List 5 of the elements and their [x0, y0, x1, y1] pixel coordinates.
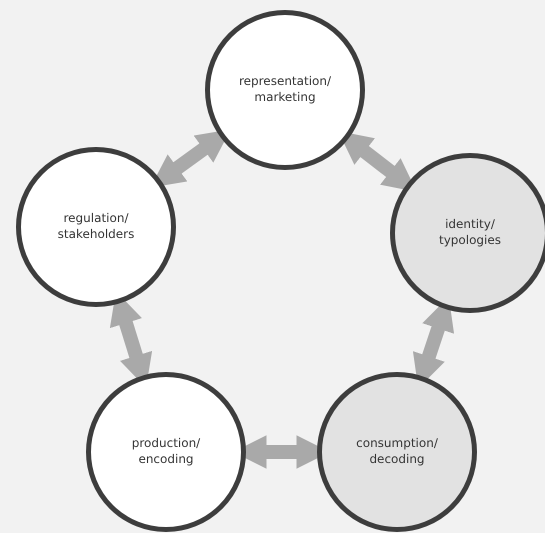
stage-label: regulation/ stakeholders: [56, 211, 136, 243]
stage-label: production/ encoding: [130, 436, 202, 468]
stage-label: representation/ marketing: [238, 74, 332, 106]
stage-label: consumption/ decoding: [355, 436, 439, 468]
stage-label: identity/ typologies: [438, 217, 502, 249]
